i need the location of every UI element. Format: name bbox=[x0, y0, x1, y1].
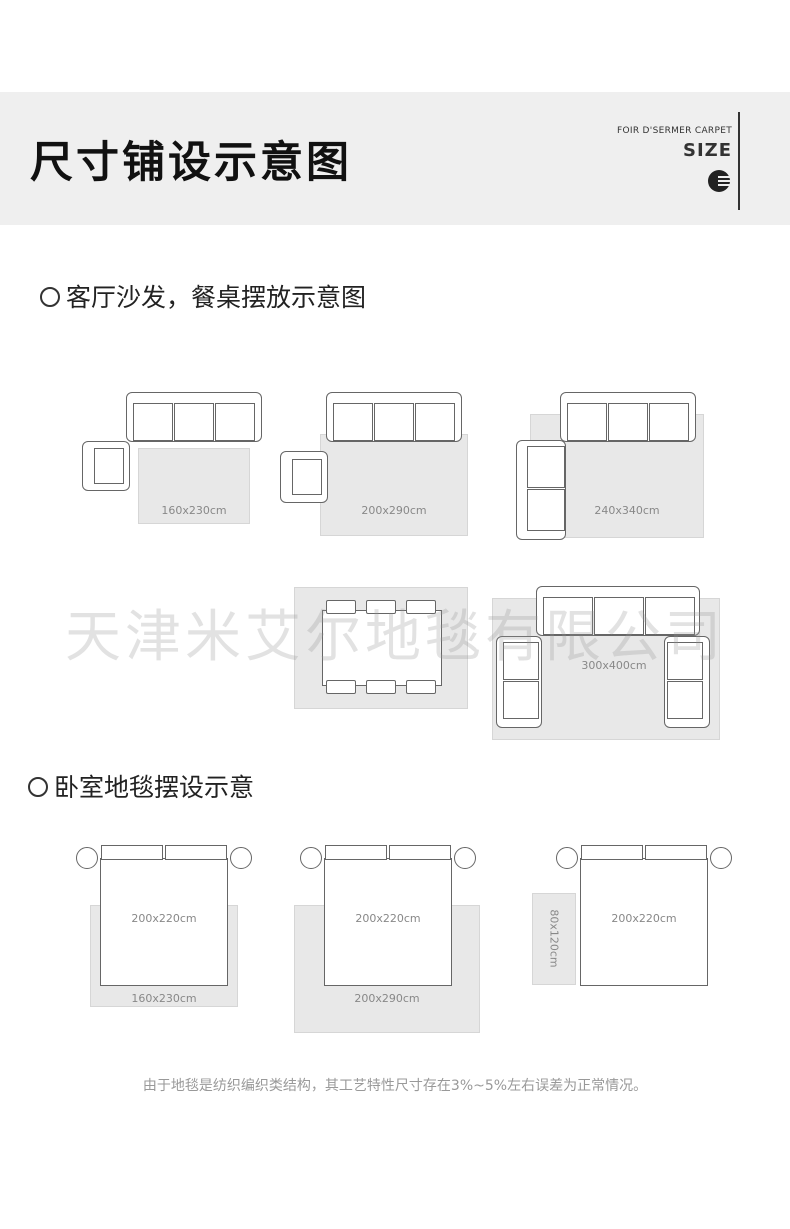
section-living-heading: 客厅沙发，餐桌摆放示意图 bbox=[40, 283, 366, 313]
dining-chair bbox=[326, 680, 356, 694]
sofa-2-cushion bbox=[415, 403, 455, 441]
nightstand-lamp bbox=[300, 847, 322, 869]
dining-chair bbox=[366, 680, 396, 694]
dining-chair bbox=[366, 600, 396, 614]
armchair-2-seat bbox=[292, 459, 322, 495]
pillow bbox=[165, 845, 227, 860]
bed-2-label: 200x220cm bbox=[355, 912, 421, 925]
sofa-1-cushion bbox=[174, 403, 214, 441]
nightstand-lamp bbox=[76, 847, 98, 869]
dining-chair bbox=[326, 600, 356, 614]
rug-bedroom-2-label: 200x290cm bbox=[354, 992, 420, 1005]
section-bedroom-label: 卧室地毯摆设示意 bbox=[54, 773, 255, 802]
rug-living-1-label: 160x230cm bbox=[161, 504, 227, 517]
sofa-1-cushion bbox=[215, 403, 255, 441]
pillow bbox=[581, 845, 643, 860]
sofa-3-cushion bbox=[608, 403, 648, 441]
bed-3-label: 200x220cm bbox=[611, 912, 677, 925]
sofa-5-cushion bbox=[645, 597, 695, 635]
size-label: SIZE bbox=[682, 140, 732, 161]
bed-2 bbox=[324, 858, 452, 986]
nightstand-lamp bbox=[556, 847, 578, 869]
bed-1 bbox=[100, 858, 228, 986]
bed-3 bbox=[580, 858, 708, 986]
footnote: 由于地毯是纺织编织类结构，其工艺特性尺寸存在3%~5%左右误差为正常情况。 bbox=[142, 1078, 648, 1094]
rug-living-2-label: 200x290cm bbox=[361, 504, 427, 517]
brand-label: FOIR D'SERMER CARPET bbox=[617, 126, 732, 136]
rug-bedroom-1-label: 160x230cm bbox=[131, 992, 197, 1005]
section-bedroom-heading: 卧室地毯摆设示意 bbox=[28, 773, 254, 803]
sofa-5-cushion bbox=[594, 597, 644, 635]
section-living-label: 客厅沙发，餐桌摆放示意图 bbox=[66, 283, 367, 312]
sofa-3-cushion bbox=[567, 403, 607, 441]
side-sofa-3-cushion bbox=[527, 489, 565, 531]
nightstand-lamp bbox=[454, 847, 476, 869]
page-title: 尺寸铺设示意图 bbox=[30, 138, 352, 188]
dining-table bbox=[322, 610, 442, 686]
dining-chair bbox=[406, 600, 436, 614]
armchair-1-seat bbox=[94, 448, 124, 484]
side-sofa-3-cushion bbox=[527, 446, 565, 488]
bullet-circle-icon bbox=[28, 777, 48, 797]
pillow bbox=[325, 845, 387, 860]
pillow bbox=[389, 845, 451, 860]
side-sofa-5-cushion bbox=[667, 681, 703, 719]
dining-chair bbox=[406, 680, 436, 694]
header-divider bbox=[738, 112, 740, 210]
sofa-3-cushion bbox=[649, 403, 689, 441]
nightstand-lamp bbox=[230, 847, 252, 869]
pillow bbox=[645, 845, 707, 860]
size-logo-icon bbox=[708, 170, 730, 192]
sofa-2-cushion bbox=[374, 403, 414, 441]
rug-bedroom-3 bbox=[532, 893, 576, 985]
pillow bbox=[101, 845, 163, 860]
rug-living-1 bbox=[138, 448, 250, 524]
bed-1-label: 200x220cm bbox=[131, 912, 197, 925]
rug-bedroom-3-label: 80x120cm bbox=[547, 909, 561, 968]
sofa-2-cushion bbox=[333, 403, 373, 441]
rug-living-3-label: 240x340cm bbox=[594, 504, 660, 517]
side-sofa-5-cushion bbox=[667, 642, 703, 680]
rug-living-2 bbox=[320, 434, 468, 536]
bullet-circle-icon bbox=[40, 287, 60, 307]
watermark-text: 天津米艾尔地毯有限公司 bbox=[65, 605, 725, 670]
header-banner bbox=[0, 92, 790, 225]
sofa-1-cushion bbox=[133, 403, 173, 441]
side-sofa-5-cushion bbox=[503, 642, 539, 680]
sofa-5-cushion bbox=[543, 597, 593, 635]
nightstand-lamp bbox=[710, 847, 732, 869]
rug-living-5-label: 300x400cm bbox=[581, 659, 647, 672]
side-sofa-5-cushion bbox=[503, 681, 539, 719]
